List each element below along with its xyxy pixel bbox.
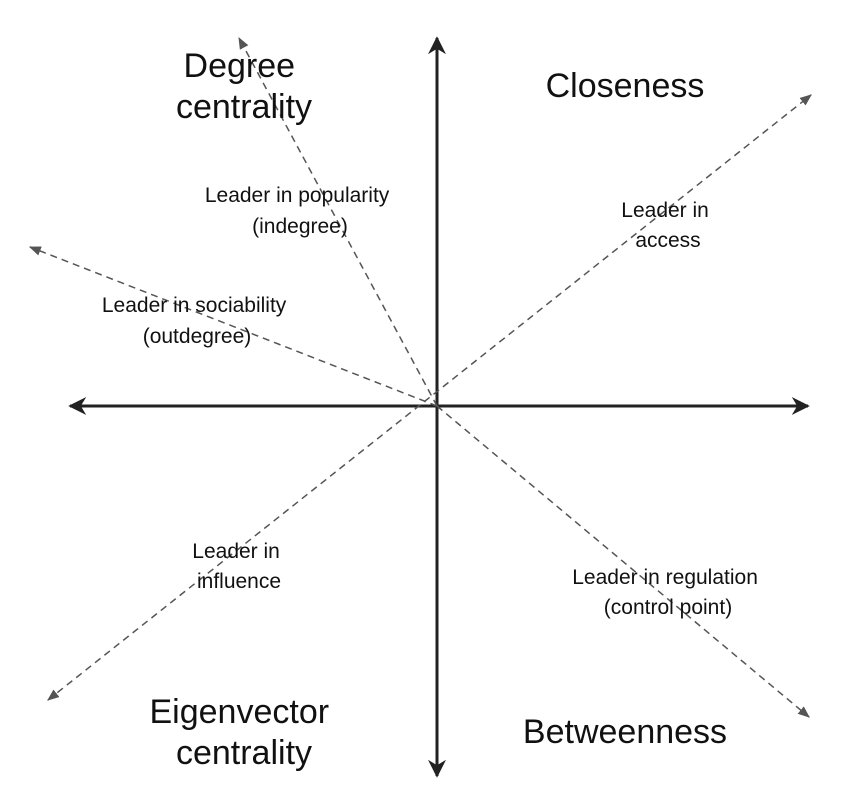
leader-access-label: Leader in access	[621, 199, 714, 252]
betweenness-line-1: Betweenness	[523, 713, 727, 751]
leader-access-line-1: Leader in	[621, 199, 709, 222]
degree-centrality-line-2: centrality	[176, 88, 312, 126]
leader-regulation-line-2: (control point)	[604, 596, 732, 619]
eigenvector-centrality-line-2: centrality	[176, 734, 312, 772]
leader-influence-line-1: Leader in	[192, 540, 280, 563]
leader-influence-label: Leader in influence	[192, 540, 285, 593]
leader-sociability-label: Leader in sociability (outdegree)	[102, 294, 292, 348]
eigenvector-centrality-label: Eigenvector centrality	[150, 693, 339, 772]
leader-popularity-line-2: (indegree)	[252, 215, 348, 238]
closeness-line-1: Closeness	[546, 67, 705, 105]
leader-regulation-line-1: Leader in regulation	[572, 566, 758, 589]
eigenvector-centrality-line-1: Eigenvector	[150, 693, 330, 731]
leader-access-line-2: access	[635, 229, 700, 252]
leader-regulation-label: Leader in regulation (control point)	[572, 566, 763, 619]
leader-popularity-line-1: Leader in popularity	[205, 184, 390, 207]
leader-popularity-label: Leader in popularity (indegree)	[205, 184, 395, 238]
access-influence-axis	[47, 94, 812, 701]
leader-sociability-line-1: Leader in sociability	[102, 294, 287, 317]
closeness-label: Closeness	[546, 67, 705, 105]
regulation-axis	[436, 405, 810, 718]
degree-centrality-line-1: Degree	[184, 47, 296, 85]
degree-centrality-label: Degree centrality	[176, 47, 312, 126]
leader-sociability-line-2: (outdegree)	[143, 325, 252, 348]
betweenness-label: Betweenness	[523, 713, 727, 751]
leader-influence-line-2: influence	[197, 570, 281, 593]
